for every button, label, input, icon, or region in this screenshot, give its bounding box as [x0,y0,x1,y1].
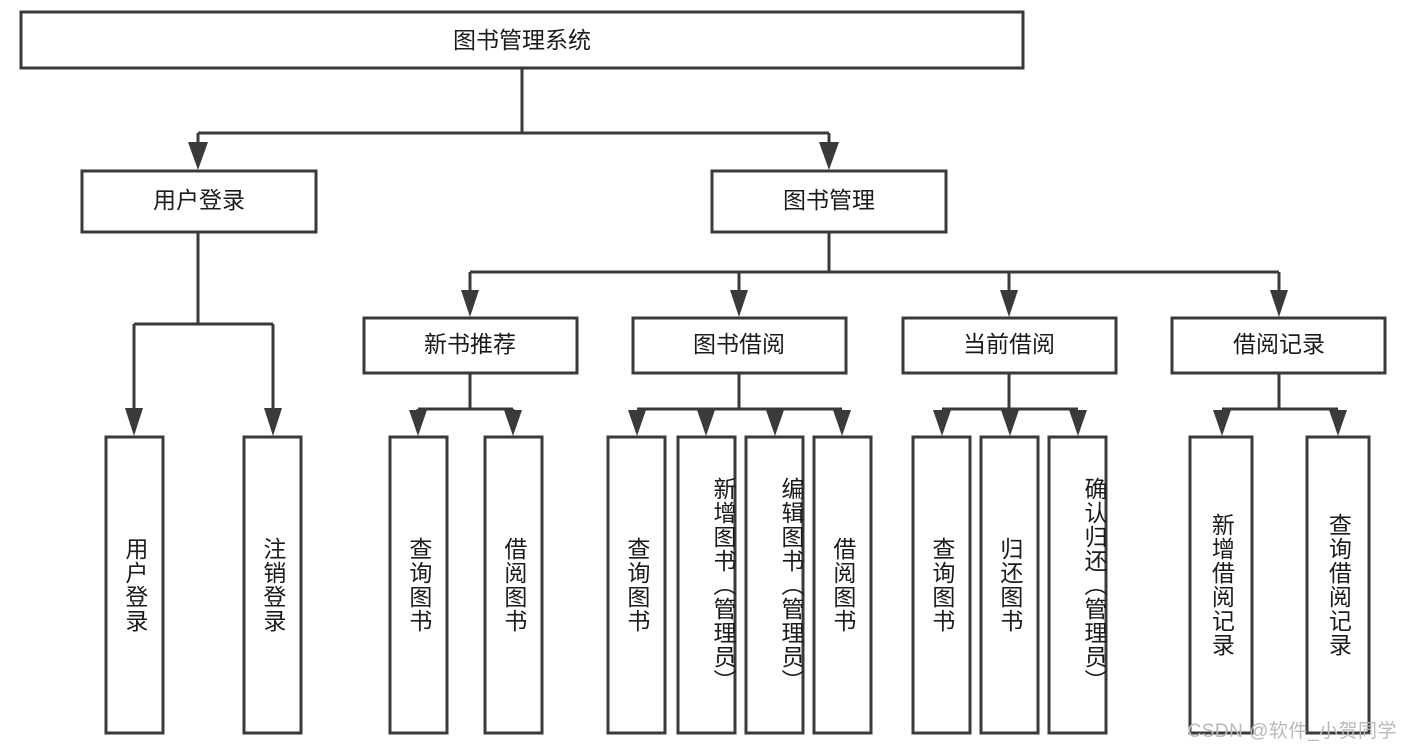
connector-layer [125,68,1347,436]
node-box-leaf-borrow-book-2[interactable] [812,435,873,735]
node-label-book-management: 图书管理 [783,187,875,213]
node-box-leaf-edit-book[interactable] [744,435,805,735]
arrow-head-leaf-add-record [1213,410,1231,436]
arrow-head-leaf-query-book-1 [409,410,427,436]
node-box-leaf-confirm-return[interactable] [1047,435,1108,735]
arrow-head-book-management [819,142,839,170]
leaf-label-add-book: 新增图书（管理员） [710,477,736,693]
node-label-book-borrow: 图书借阅 [693,331,785,357]
arrow-head-leaf-query-record [1329,410,1347,436]
leaf-label-edit-book: 编辑图书（管理员） [778,477,804,693]
arrow-head-book-borrow [730,290,748,317]
arrow-head-leaf-query-book-2 [628,410,646,436]
arrow-head-current-borrow [1000,290,1018,317]
node-label-current-borrow: 当前借阅 [963,331,1055,357]
csdn-watermark: CSDN @软件_小贺同学 [1187,721,1397,742]
node-box-leaf-add-book[interactable] [676,435,737,735]
arrow-head-new-book-recommend [461,290,479,317]
leaf-label-borrow-book-2: 借阅图书 [829,537,856,633]
node-box-leaf-borrow-book-1[interactable] [483,435,544,735]
node-box-leaf-query-record[interactable] [1305,435,1371,735]
leaf-label-confirm-return: 确认归还（管理员） [1081,477,1107,693]
arrow-head-leaf-confirm-return [1069,410,1087,436]
leaf-label-return-book: 归还图书 [996,537,1023,633]
arrow-head-leaf-query-book-3 [933,410,951,436]
arrow-head-leaf-logout-login [264,408,282,436]
node-box-borrow-record[interactable] [1170,316,1387,375]
node-box-book-management[interactable] [710,169,948,234]
node-box-new-book-recommend[interactable] [362,316,579,375]
node-box-user-login[interactable] [80,169,318,234]
node-box-current-borrow[interactable] [901,316,1118,375]
node-box-leaf-query-book-1[interactable] [388,435,449,735]
node-box-leaf-add-record[interactable] [1188,435,1254,735]
node-label-user-login: 用户登录 [153,187,245,213]
leaf-label-logout-login: 注销登录 [259,537,286,633]
leaf-label-borrow-book-1: 借阅图书 [500,537,527,633]
node-box-leaf-query-book-2[interactable] [606,435,667,735]
arrow-head-leaf-add-book [697,410,715,436]
node-label-title: 图书管理系统 [453,27,591,53]
leaf-label-query-book-3: 查询图书 [928,537,955,633]
arrow-head-leaf-borrow-book-2 [833,410,851,436]
node-box-leaf-user-login[interactable] [104,435,165,735]
leaf-label-user-login: 用户登录 [121,537,148,633]
arrow-head-leaf-borrow-book-1 [504,410,522,436]
node-box-leaf-query-book-3[interactable] [911,435,972,735]
leaf-label-query-book-1: 查询图书 [405,537,432,633]
node-box-title[interactable] [19,10,1025,70]
leaf-label-query-record: 查询借阅记录 [1325,513,1352,657]
leaf-label-query-book-2: 查询图书 [623,537,650,633]
leaf-label-add-record: 新增借阅记录 [1208,513,1235,657]
node-box-leaf-logout-login[interactable] [242,435,303,735]
node-box-leaf-return-book[interactable] [979,435,1040,735]
arrow-head-leaf-user-login [125,408,143,436]
arrow-head-borrow-record [1270,290,1288,317]
arrow-head-user-login [188,142,208,170]
node-label-borrow-record: 借阅记录 [1233,331,1325,357]
node-label-new-book-recommend: 新书推荐 [424,331,516,357]
arrow-head-leaf-edit-book [766,410,784,436]
arrow-head-leaf-return-book [1001,410,1019,436]
node-layer: 图书管理系统 用户登录 图书管理 新书推荐 图书借阅 当前借阅 借阅记录 [19,10,1387,735]
node-box-book-borrow[interactable] [631,316,848,375]
